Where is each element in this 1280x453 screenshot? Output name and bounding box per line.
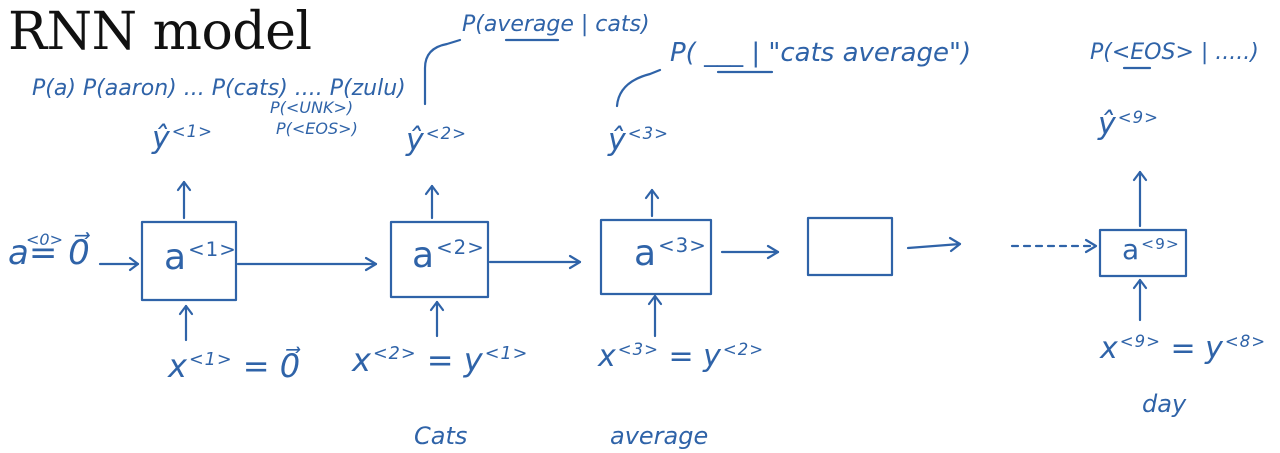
output-9: ŷ<9> — [1098, 107, 1159, 142]
input-1: x<1> = 0⃗ — [168, 347, 301, 385]
prob-eos: P(<EOS>) — [276, 119, 358, 138]
rnn-cell-1 — [140, 220, 238, 302]
page-title: RNN model — [8, 2, 312, 62]
prob-step3: P( ___ | "cats average") — [670, 38, 972, 68]
prob-step2: P(average | cats) — [462, 12, 650, 37]
cell-2-label: a<2> — [412, 235, 485, 276]
bracket-step2 — [423, 38, 462, 106]
initial-activation: a<0>= 0⃗ — [8, 230, 90, 273]
rnn-cell-9 — [1098, 228, 1188, 278]
input-2: x<2> = y<1> — [352, 341, 529, 379]
prob-step9: P(<EOS> | .....) — [1090, 40, 1259, 65]
word-day: day — [1142, 390, 1187, 418]
cell-3-label: a<3> — [634, 233, 707, 274]
rnn-cell-4 — [806, 216, 894, 277]
prob-unk: P(<UNK>) — [270, 98, 354, 117]
input-9: x<9> = y<8> — [1100, 331, 1267, 366]
output-3: ŷ<3> — [608, 123, 669, 158]
word-cats: Cats — [414, 422, 468, 450]
rnn-cell-3 — [599, 218, 713, 296]
cell-9-label: a<9> — [1122, 233, 1180, 266]
bracket-step3 — [615, 68, 662, 108]
input-3: x<3> = y<2> — [598, 339, 765, 374]
vocab-probs-line: P(a) P(aaron) ... P(cats) .... P(zulu) — [32, 76, 406, 101]
output-2: ŷ<2> — [406, 123, 467, 158]
cell-1-label: a<1> — [164, 237, 237, 278]
output-1: ŷ<1> — [152, 121, 213, 156]
rnn-cell-2 — [389, 220, 490, 299]
arrowhead-init — [128, 256, 140, 272]
arrow-cell4-to-next — [906, 242, 962, 250]
word-average: average — [610, 422, 709, 450]
